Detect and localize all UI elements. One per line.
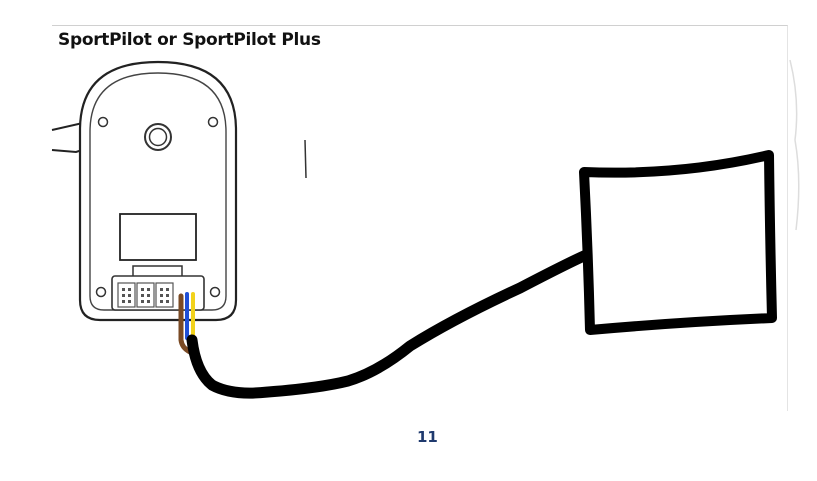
figure-title: SportPilot or SportPilot Plus [58, 30, 321, 50]
label-plate [119, 213, 197, 261]
screw-hole-top-right [207, 116, 219, 128]
connector-socket-3 [155, 282, 174, 308]
screw-hole-bottom-right [209, 286, 221, 298]
sportpilot-unit-body [78, 60, 238, 322]
screw-hole-bottom-left [95, 286, 107, 298]
connector-socket-2 [136, 282, 155, 308]
connector-clip [132, 265, 183, 276]
connector-socket-1 [117, 282, 136, 308]
center-knob-inner [148, 127, 168, 147]
screw-hole-top-left [97, 116, 109, 128]
page-number: 11 [417, 428, 438, 446]
stray-pen-mark [304, 139, 307, 179]
hand-drawn-box [579, 150, 777, 335]
connector-pins [122, 288, 169, 303]
scan-edge-artifact [789, 59, 800, 231]
hand-drawn-cable [186, 249, 592, 399]
sportpilot-unit-inner-outline [89, 72, 227, 311]
